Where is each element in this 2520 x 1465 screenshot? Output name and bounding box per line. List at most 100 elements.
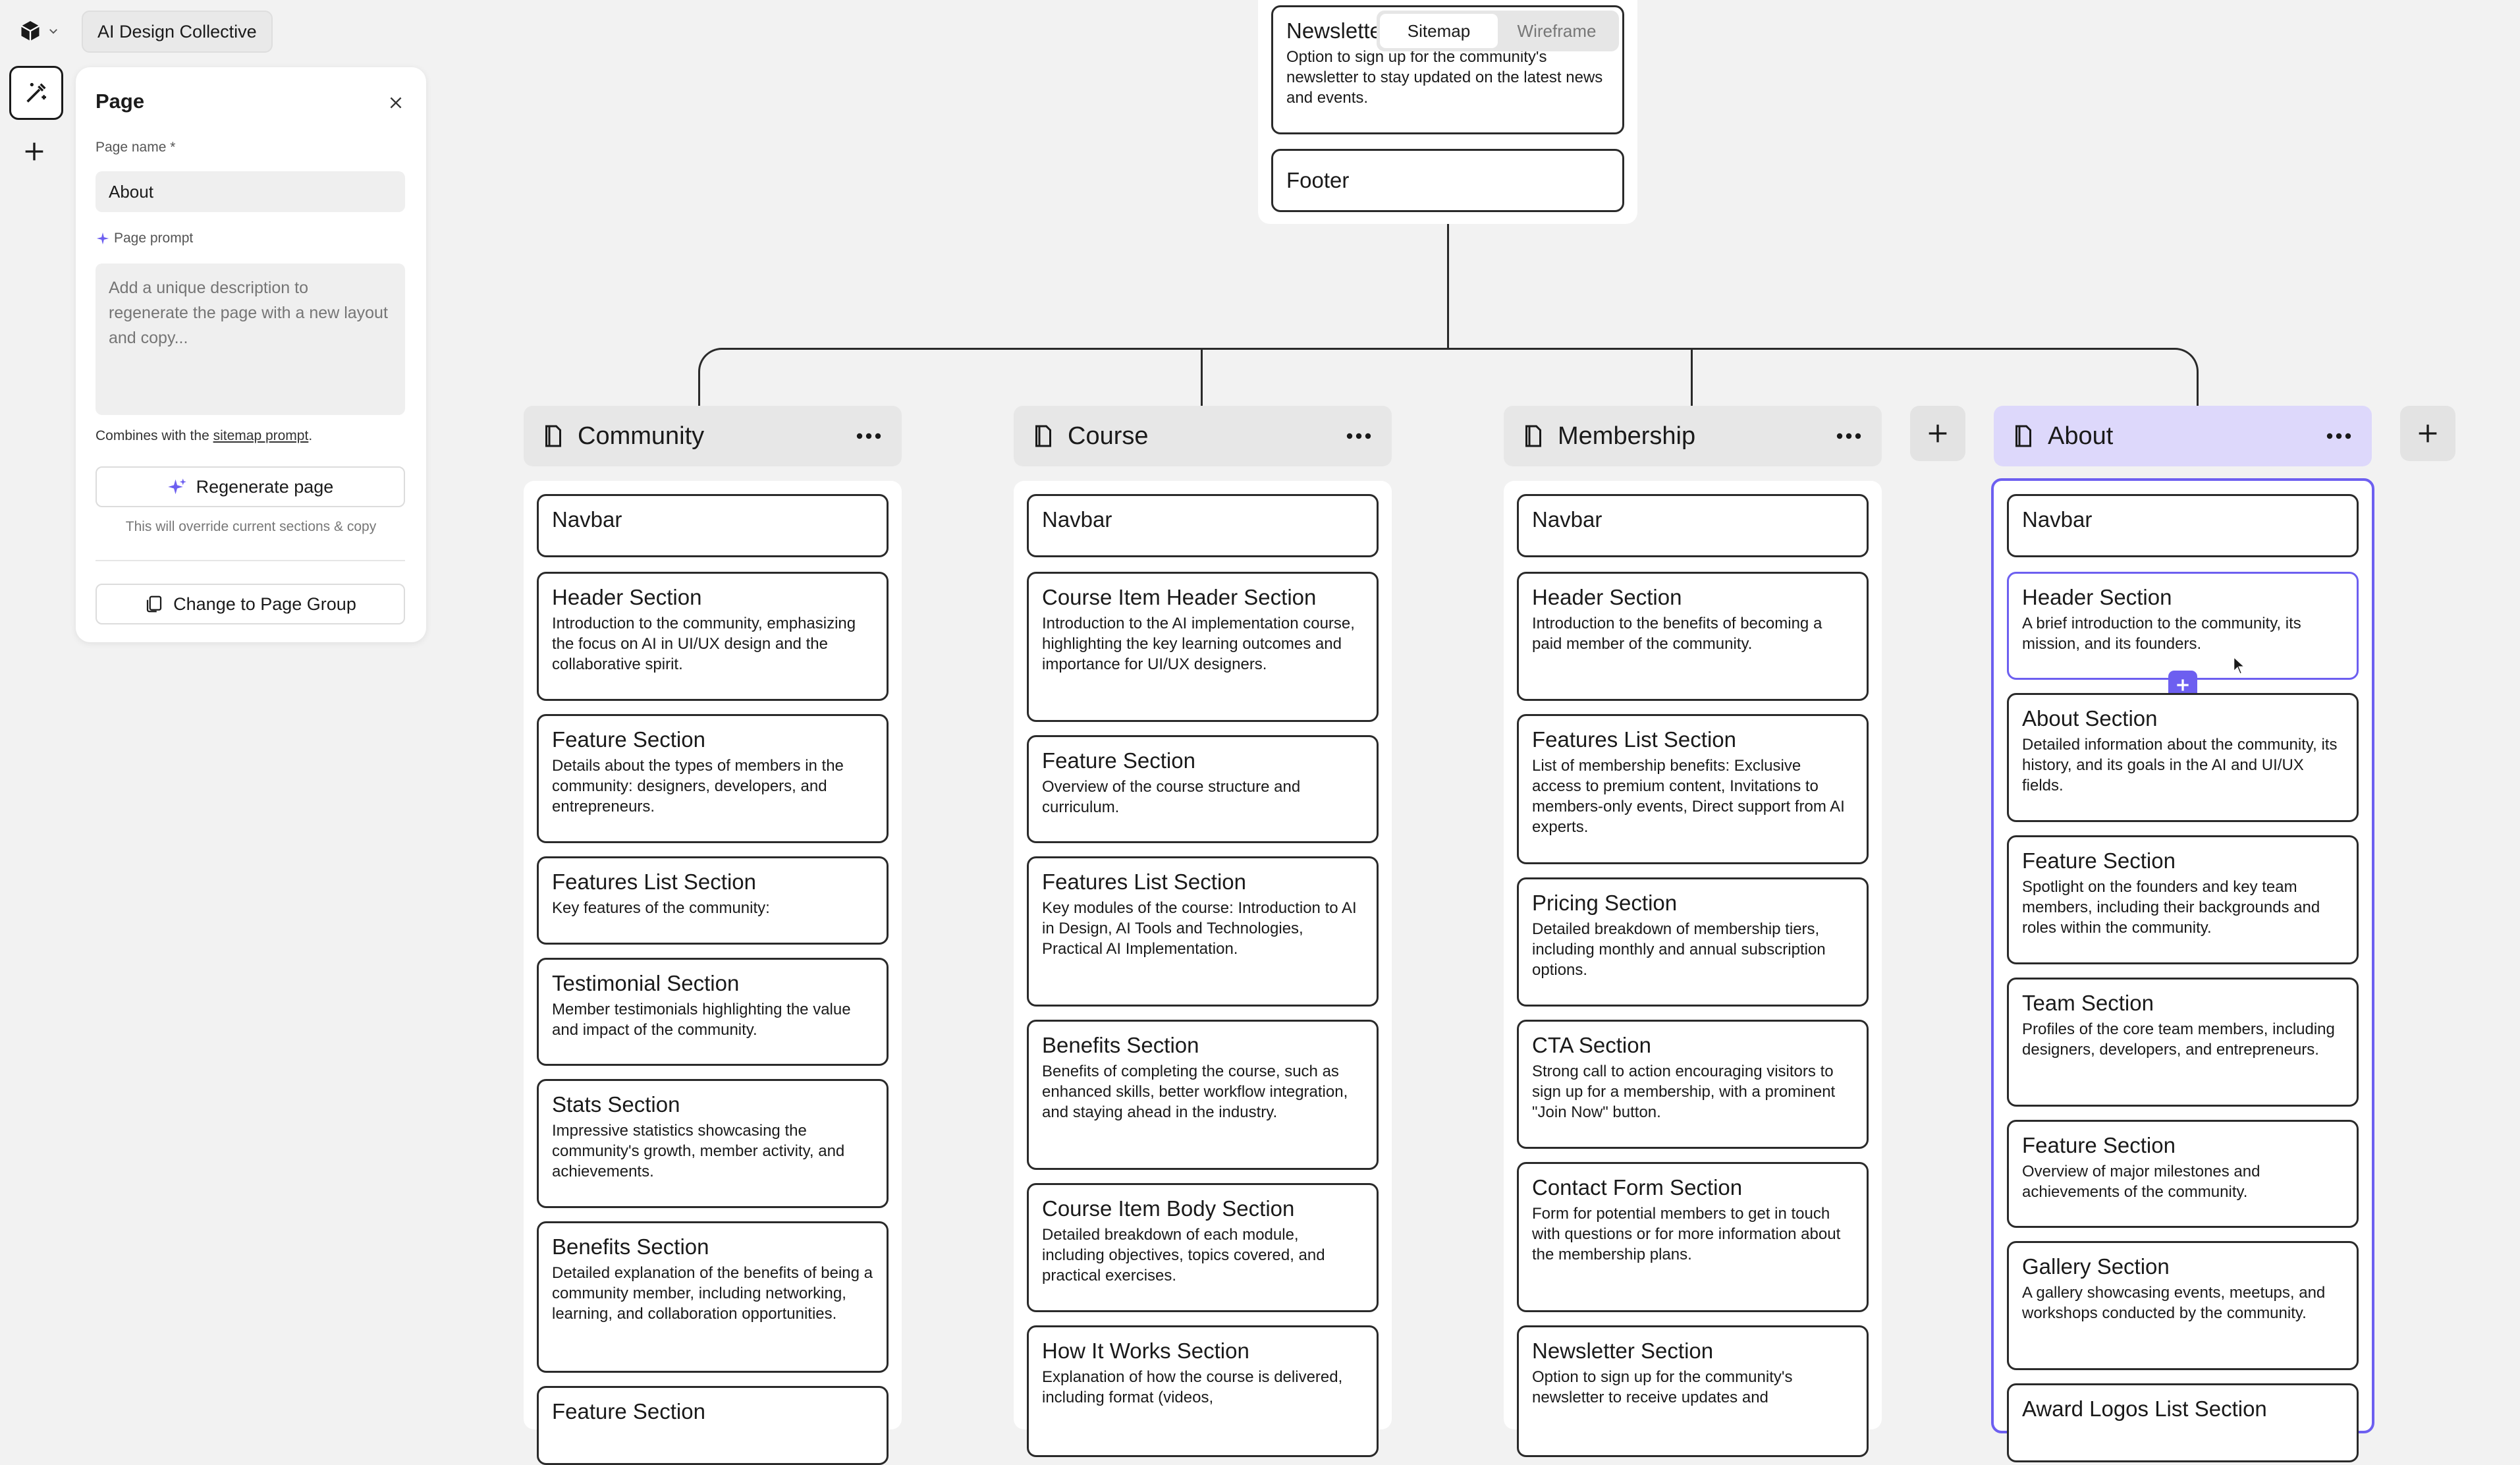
- divider: [96, 560, 405, 561]
- page-header-course[interactable]: Course: [1014, 406, 1392, 466]
- wireframe-tab[interactable]: Wireframe: [1517, 20, 1597, 41]
- section-description: Impressive statistics showcasing the com…: [552, 1122, 845, 1180]
- section-title: Header Section: [552, 585, 702, 609]
- section-title: Course Item Body Section: [1042, 1196, 1295, 1221]
- navbar-section-card[interactable]: Navbar: [1027, 494, 1379, 557]
- add-page-button[interactable]: [2400, 406, 2455, 461]
- section-title: Navbar: [552, 507, 622, 532]
- section-title: How It Works Section: [1042, 1339, 1249, 1363]
- sparkle-icon: [167, 478, 186, 495]
- section-title: Award Logos List Section: [2022, 1396, 2267, 1421]
- close-panel-button[interactable]: [384, 91, 408, 115]
- page-header-about[interactable]: About: [1994, 406, 2372, 466]
- section-description: Overview of the course structure and cur…: [1042, 778, 1301, 816]
- page-prompt-input[interactable]: [96, 263, 405, 415]
- chevron-down-icon: [49, 29, 57, 34]
- add-tool-button[interactable]: [9, 126, 59, 177]
- page-title: Course: [1068, 422, 1149, 450]
- section-description: Introduction to the benefits of becoming…: [1532, 615, 1822, 653]
- regenerate-page-button[interactable]: Regenerate page: [96, 466, 405, 507]
- change-to-page-group-button[interactable]: Change to Page Group: [96, 584, 405, 624]
- page-header-membership[interactable]: Membership: [1504, 406, 1882, 466]
- close-icon: [390, 97, 402, 109]
- section-title: Feature Section: [552, 727, 705, 752]
- sparkle-icon: [96, 232, 109, 245]
- section-title: Stats Section: [552, 1092, 680, 1117]
- section-title: Features List Section: [1532, 727, 1736, 752]
- connector-branch: [698, 348, 2199, 407]
- project-name[interactable]: AI Design Collective: [82, 11, 273, 53]
- ai-edit-tool-button[interactable]: [9, 66, 63, 120]
- combines-suffix: .: [308, 428, 313, 443]
- feature-section-card[interactable]: Feature Section: [537, 1386, 889, 1465]
- page-header-community[interactable]: Community: [524, 406, 902, 466]
- page-icon: [1035, 425, 1051, 447]
- award-logos-list-section-card[interactable]: Award Logos List Section: [2007, 1383, 2359, 1462]
- connector-line: [1691, 348, 1693, 407]
- view-toggle: Sitemap Wireframe: [1377, 11, 1619, 51]
- page-group-icon: [147, 595, 162, 613]
- section-title: Team Section: [2022, 991, 2154, 1015]
- navbar-section-card[interactable]: Navbar: [537, 494, 889, 557]
- workspace-menu-button[interactable]: [9, 12, 68, 50]
- section-description: Introduction to the AI implementation co…: [1042, 615, 1355, 673]
- more-options-icon[interactable]: [1346, 432, 1372, 440]
- panel-title: Page: [96, 90, 145, 113]
- mouse-cursor-icon: [2233, 656, 2246, 675]
- navbar-section-card[interactable]: Navbar: [2007, 494, 2359, 557]
- more-options-icon[interactable]: [1836, 432, 1862, 440]
- section-title: Header Section: [1532, 585, 1682, 609]
- more-options-icon[interactable]: [2326, 432, 2352, 440]
- page-prompt-label: Page prompt: [114, 231, 194, 246]
- section-description: Explanation of how the course is deliver…: [1042, 1368, 1343, 1406]
- section-title: Feature Section: [552, 1399, 705, 1424]
- section-description: Strong call to action encouraging visito…: [1532, 1063, 1836, 1121]
- section-title: Header Section: [2022, 585, 2172, 609]
- section-title: Newsletter Section: [1532, 1339, 1714, 1363]
- section-description: Overview of major milestones and achieve…: [2022, 1163, 2260, 1201]
- section-title: Navbar: [1042, 507, 1112, 532]
- combines-note: Combines with the sitemap prompt.: [96, 428, 312, 444]
- section-description: Option to sign up for the community's ne…: [1286, 48, 1603, 107]
- override-note: This will override current sections & co…: [125, 519, 377, 534]
- more-options-icon[interactable]: [856, 432, 882, 440]
- section-title: Feature Section: [1042, 748, 1195, 773]
- sitemap-prompt-link[interactable]: sitemap prompt: [213, 428, 309, 443]
- page-title: Community: [578, 422, 705, 450]
- footer-section-card[interactable]: Footer: [1271, 149, 1624, 212]
- section-description: Key modules of the course: Introduction …: [1042, 899, 1357, 958]
- sitemap-tab[interactable]: Sitemap: [1380, 14, 1498, 48]
- section-title: Testimonial Section: [552, 971, 740, 995]
- section-title: Benefits Section: [552, 1234, 709, 1259]
- navbar-section-card[interactable]: Navbar: [1517, 494, 1869, 557]
- page-name-input[interactable]: [96, 171, 405, 212]
- add-page-button[interactable]: [1910, 406, 1965, 461]
- section-description: Member testimonials highlighting the val…: [552, 1001, 851, 1039]
- section-description: Detailed information about the community…: [2022, 736, 2338, 794]
